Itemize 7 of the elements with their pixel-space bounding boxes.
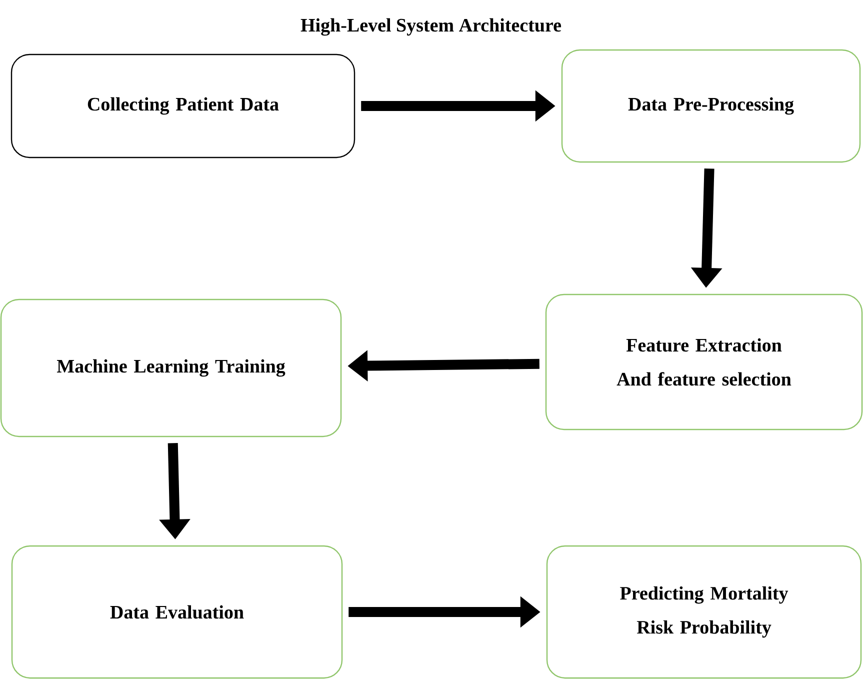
- process-box: Predicting Mortality Risk Probability: [546, 545, 862, 679]
- process-box: Data Pre-Processing: [561, 49, 861, 163]
- process-box: Data Evaluation: [11, 545, 343, 679]
- process-box: Collecting Patient Data: [10, 54, 356, 158]
- process-box: Machine Learning Training: [0, 298, 342, 438]
- title: High-Level System Architecture: [300, 18, 562, 36]
- process-box: Feature Extraction And feature selection: [545, 294, 863, 430]
